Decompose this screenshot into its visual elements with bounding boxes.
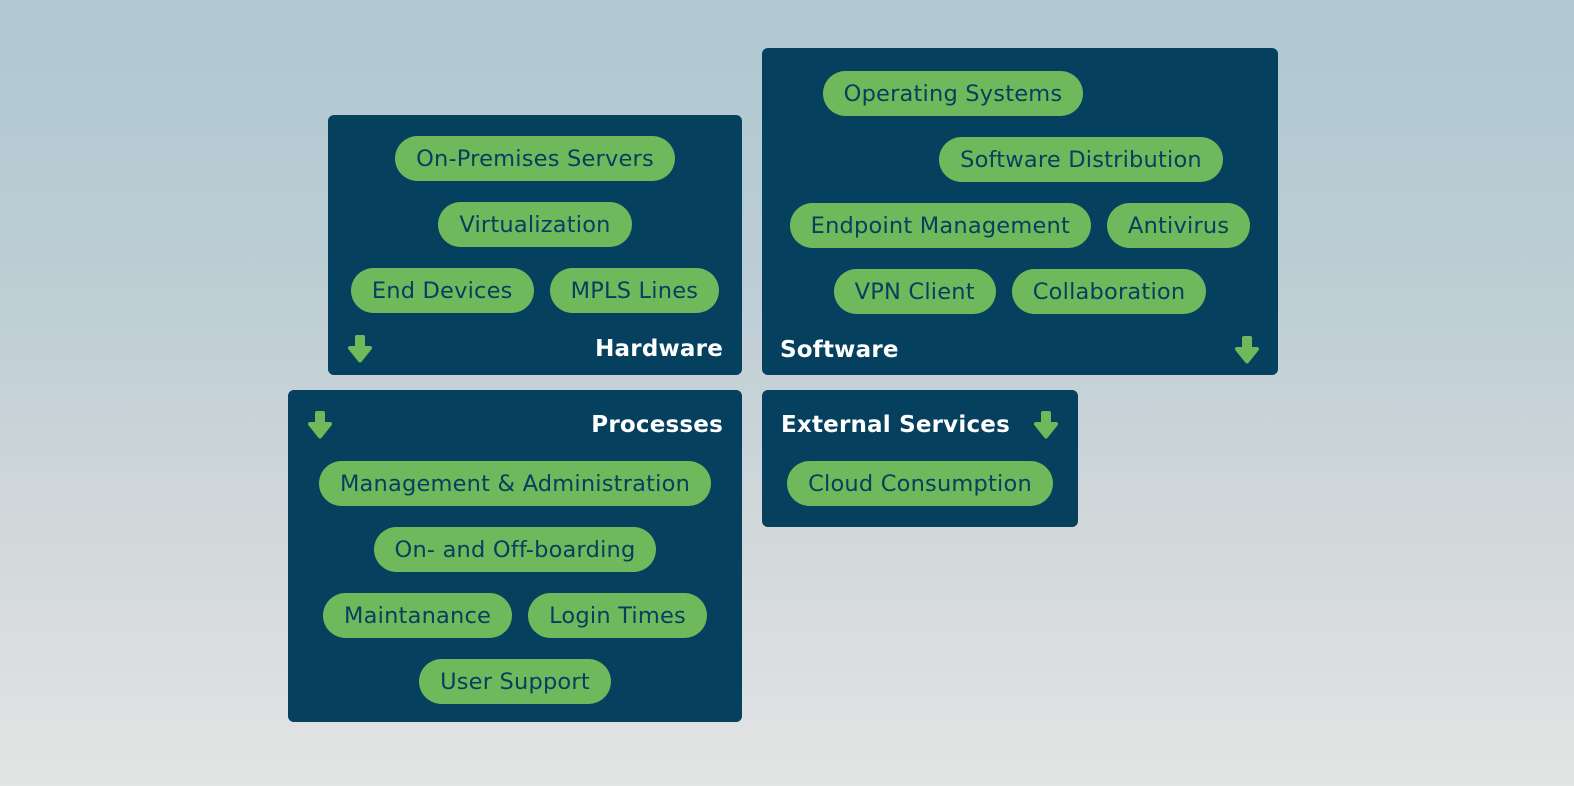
- pill-row: On- and Off-boarding: [307, 527, 723, 572]
- panel-title-software: Software: [780, 337, 899, 363]
- down-arrow-icon: [1234, 335, 1260, 365]
- panel-title-external-services: External Services: [781, 412, 1010, 438]
- down-arrow-icon: [1033, 410, 1059, 440]
- panel-title-hardware: Hardware: [595, 336, 723, 362]
- tag-user-support: User Support: [419, 659, 611, 704]
- panel-header: Processes: [307, 410, 723, 440]
- pill-row: Software Distribution: [841, 137, 1321, 182]
- pill-row: Virtualization: [347, 202, 723, 247]
- down-arrow-icon: [347, 334, 373, 364]
- tag-virtualization: Virtualization: [438, 202, 632, 247]
- tag-software-distribution: Software Distribution: [939, 137, 1223, 182]
- panel-footer: Software: [780, 335, 1260, 365]
- tag-login-times: Login Times: [528, 593, 707, 638]
- pill-row: User Support: [307, 659, 723, 704]
- tag-maintanance: Maintanance: [323, 593, 513, 638]
- pill-row: End Devices MPLS Lines: [347, 268, 723, 313]
- pill-row: On-Premises Servers: [347, 136, 723, 181]
- panel-header: External Services: [781, 410, 1059, 440]
- panel-external-services: External Services Cloud Consumption: [762, 390, 1078, 527]
- tag-management-administration: Management & Administration: [318, 461, 712, 506]
- pill-row: Management & Administration: [307, 461, 723, 506]
- tag-collaboration: Collaboration: [1011, 269, 1207, 314]
- pill-row: Operating Systems: [713, 71, 1193, 116]
- tag-mpls-lines: MPLS Lines: [549, 268, 720, 313]
- tag-cloud-consumption: Cloud Consumption: [787, 461, 1053, 506]
- down-arrow-icon: [307, 410, 333, 440]
- tag-endpoint-management: Endpoint Management: [789, 203, 1091, 248]
- panel-title-processes: Processes: [591, 412, 723, 438]
- panel-hardware: On-Premises Servers Virtualization End D…: [328, 115, 742, 375]
- pill-row: VPN Client Collaboration: [780, 269, 1260, 314]
- pill-row: Endpoint Management Antivirus: [780, 203, 1260, 248]
- tag-on-and-off-boarding: On- and Off-boarding: [373, 527, 657, 572]
- tag-end-devices: End Devices: [350, 268, 534, 313]
- panel-footer: Hardware: [347, 334, 723, 364]
- tag-operating-systems: Operating Systems: [822, 71, 1084, 116]
- pill-row: Cloud Consumption: [781, 461, 1059, 506]
- panel-processes: Processes Management & Administration On…: [288, 390, 742, 722]
- tag-vpn-client: VPN Client: [833, 269, 996, 314]
- tag-antivirus: Antivirus: [1106, 203, 1251, 248]
- tag-on-premises-servers: On-Premises Servers: [395, 136, 675, 181]
- pill-row: Maintanance Login Times: [307, 593, 723, 638]
- panel-software: Operating Systems Software Distribution …: [762, 48, 1278, 375]
